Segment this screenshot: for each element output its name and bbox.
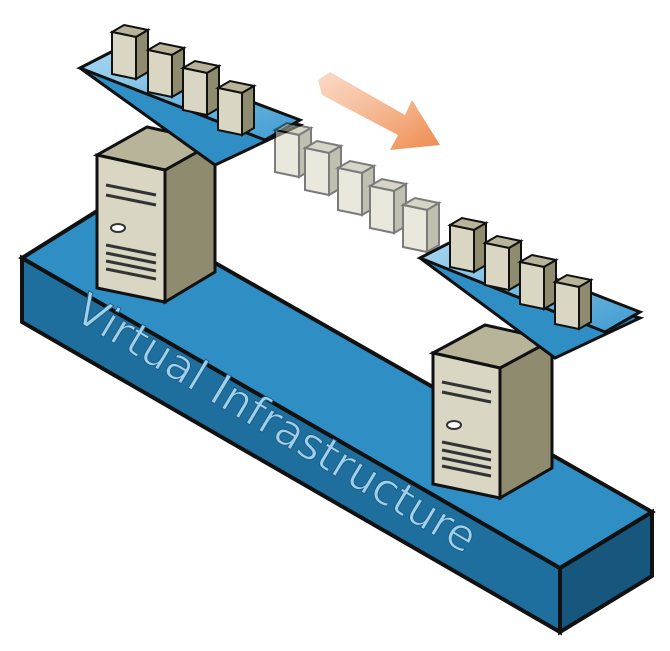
vm-server-icon — [552, 273, 594, 331]
ghost-vm-server-icon — [335, 159, 377, 217]
migrating-virtual-machines — [272, 121, 442, 254]
vm-server-icon — [447, 216, 489, 274]
vm-server-icon — [215, 79, 257, 137]
vm-server-icon — [180, 59, 222, 117]
ghost-vm-server-icon — [367, 177, 409, 235]
vm-server-icon — [145, 41, 187, 99]
right-virtual-machines — [447, 216, 594, 331]
vm-server-icon — [482, 234, 524, 292]
vm-server-icon — [109, 23, 151, 81]
right-host-server — [428, 323, 557, 501]
vm-server-icon — [517, 253, 559, 311]
left-host-front — [95, 153, 167, 304]
migration-arrow-icon — [318, 72, 440, 150]
ghost-vm-server-icon — [302, 139, 344, 197]
ghost-vm-server-icon — [400, 196, 442, 254]
left-virtual-machines — [109, 23, 257, 137]
